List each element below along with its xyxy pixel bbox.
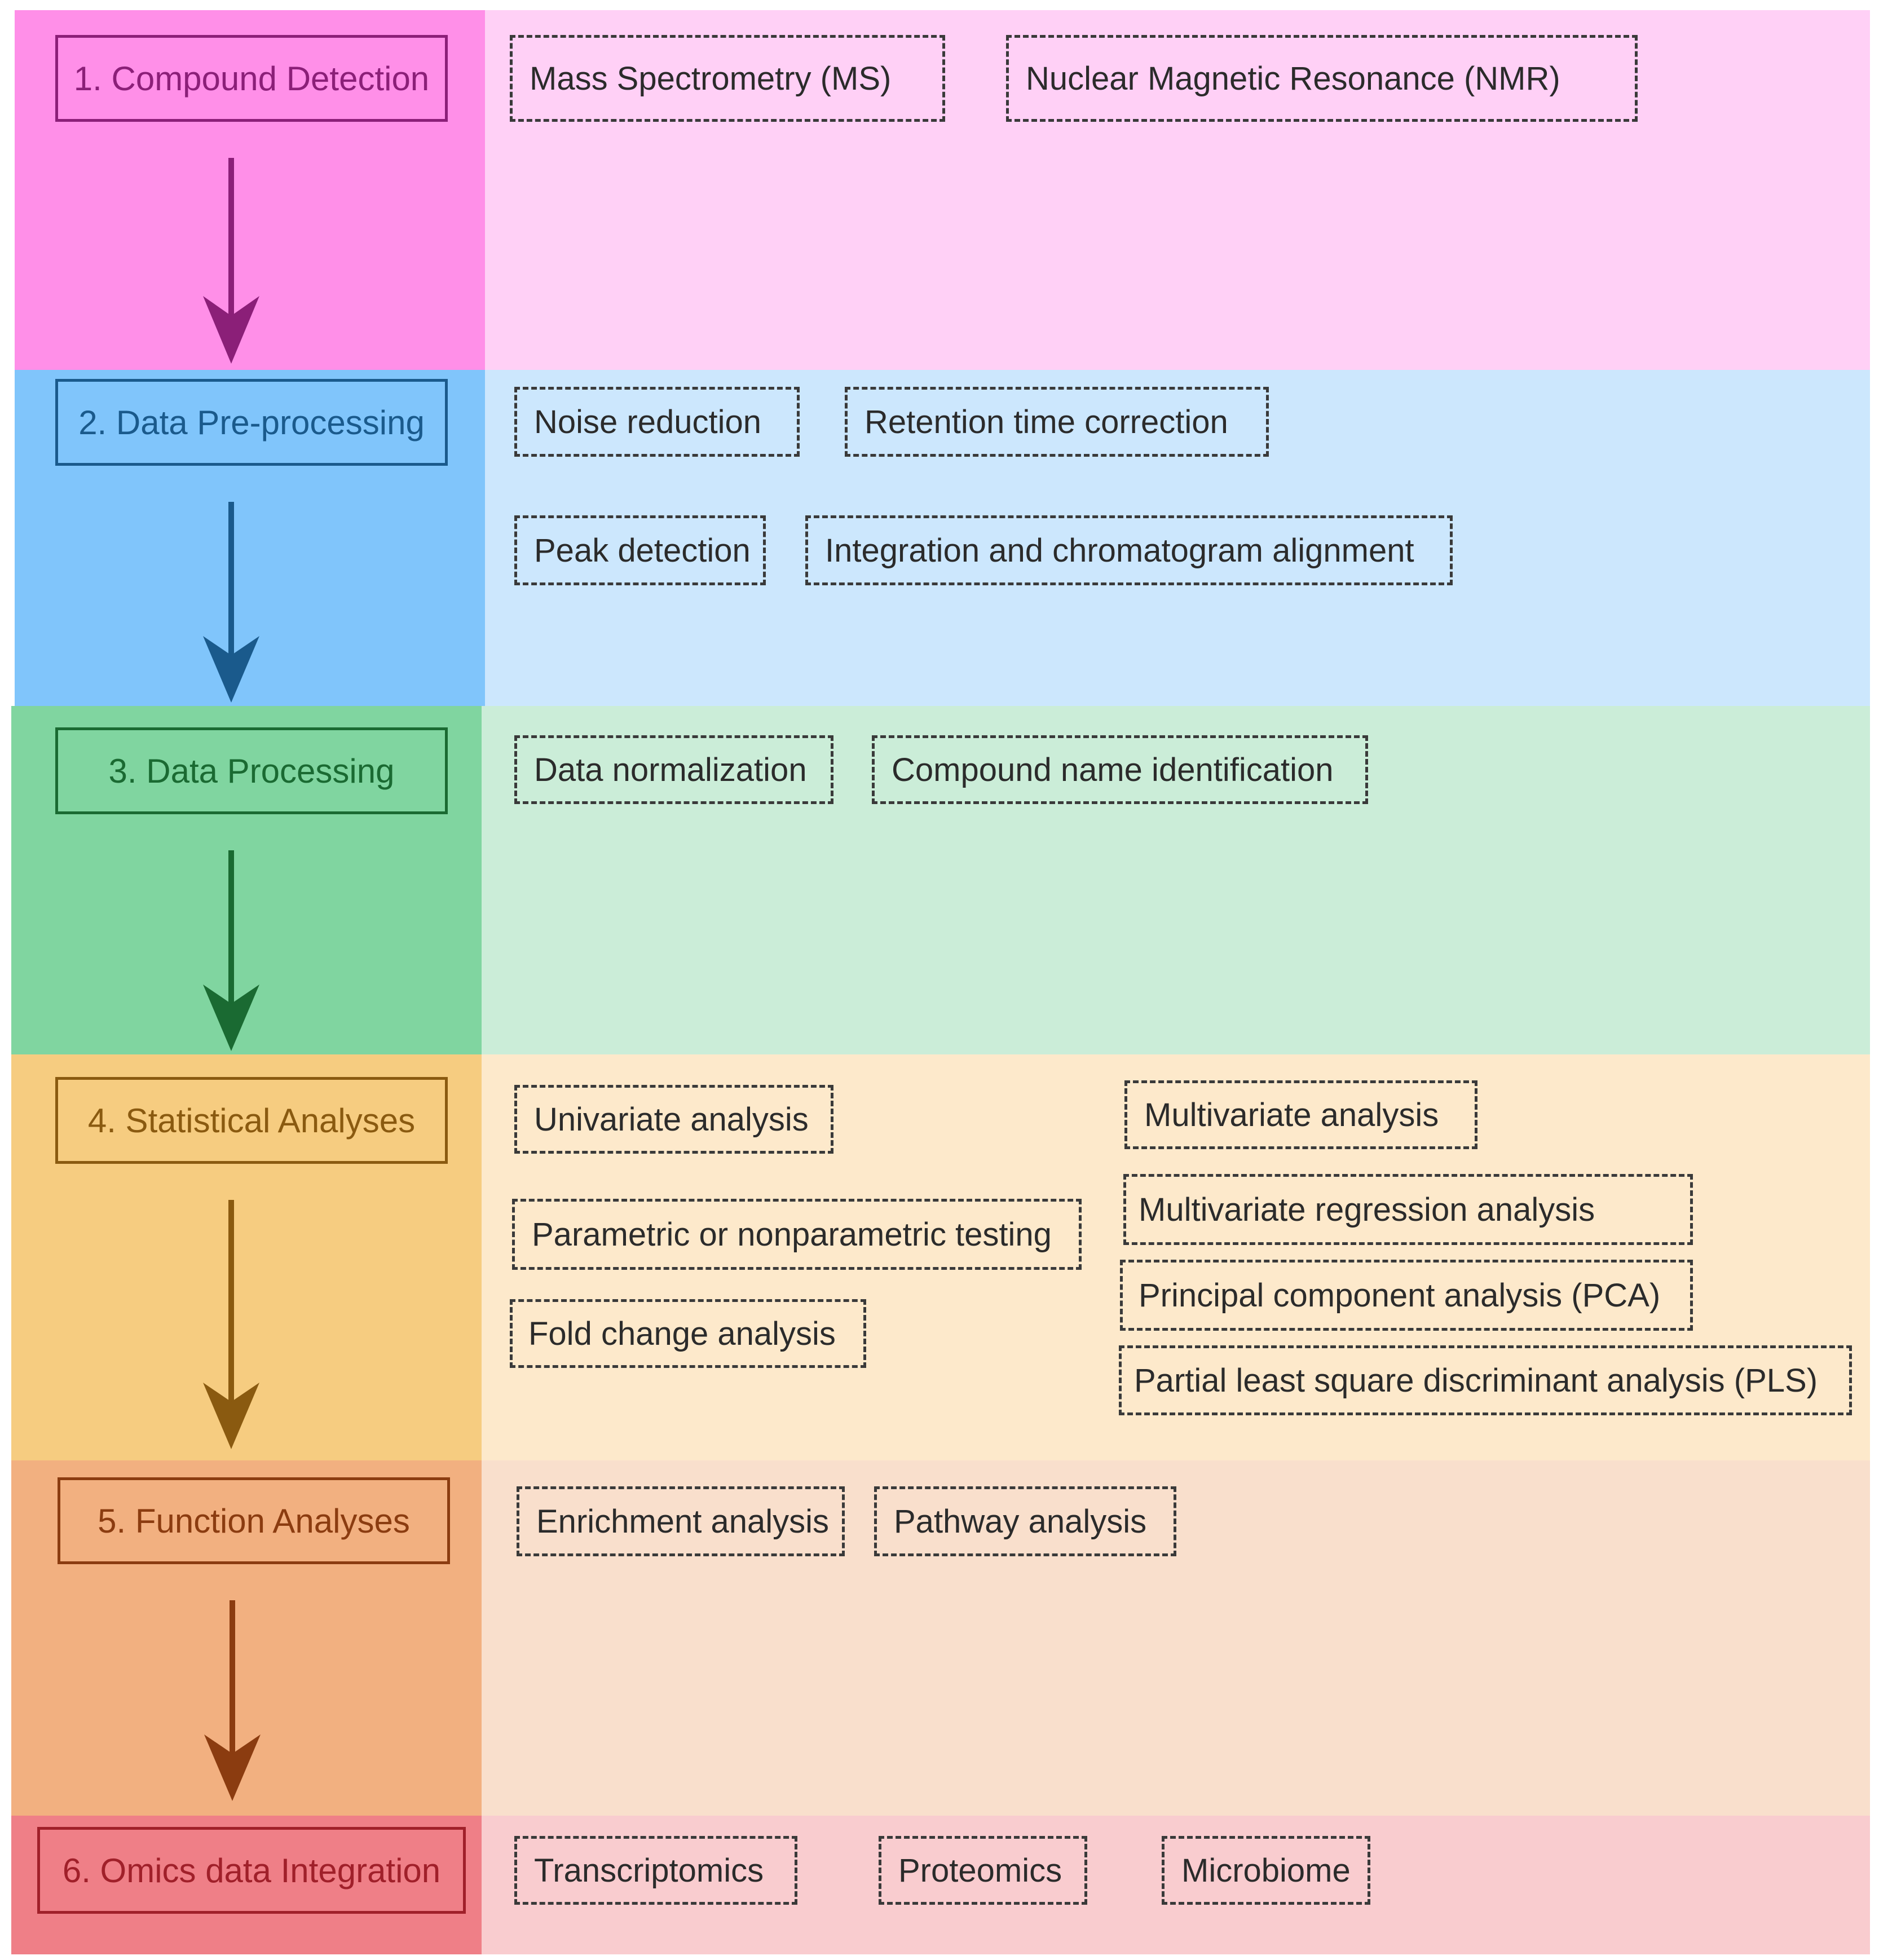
item-integration-alignment: Integration and chromatogram alignment (805, 515, 1453, 585)
item-parametric-testing: Parametric or nonparametric testing (512, 1199, 1082, 1270)
item-noise-reduction: Noise reduction (514, 387, 800, 457)
arrow-down-4 (203, 1200, 259, 1449)
item-proteomics: Proteomics (879, 1836, 1087, 1905)
item-compound-name-identification: Compound name identification (872, 735, 1368, 804)
item-peak-detection: Peak detection (514, 515, 766, 585)
step-data-preprocessing: 2. Data Pre-processing (55, 379, 448, 466)
item-multivariate-analysis: Multivariate analysis (1124, 1080, 1477, 1149)
item-microbiome: Microbiome (1162, 1836, 1370, 1905)
item-nmr: Nuclear Magnetic Resonance (NMR) (1006, 35, 1638, 122)
item-data-normalization: Data normalization (514, 735, 833, 804)
item-retention-time-correction: Retention time correction (845, 387, 1269, 457)
arrow-down-1 (203, 158, 259, 364)
band-statistical-analyses-right (482, 1054, 1870, 1460)
step-statistical-analyses: 4. Statistical Analyses (55, 1077, 448, 1164)
item-pca: Principal component analysis (PCA) (1120, 1260, 1693, 1331)
item-mass-spectrometry: Mass Spectrometry (MS) (510, 35, 945, 122)
item-univariate-analysis: Univariate analysis (514, 1085, 833, 1154)
band-compound-detection-right (485, 10, 1870, 370)
arrow-down-2 (203, 502, 259, 703)
item-pls: Partial least square discriminant analys… (1119, 1345, 1852, 1415)
arrow-down-3 (203, 850, 259, 1051)
item-multivariate-regression: Multivariate regression analysis (1123, 1174, 1693, 1245)
item-enrichment-analysis: Enrichment analysis (517, 1486, 845, 1556)
band-data-preprocessing-right (485, 370, 1870, 706)
band-omics-integration-right (482, 1816, 1870, 1954)
step-data-processing: 3. Data Processing (55, 727, 448, 814)
step-function-analyses: 5. Function Analyses (58, 1477, 450, 1564)
item-transcriptomics: Transcriptomics (514, 1836, 797, 1905)
item-fold-change-analysis: Fold change analysis (510, 1299, 866, 1368)
arrow-down-5 (204, 1600, 261, 1801)
band-omics-integration-left (11, 1816, 482, 1954)
step-compound-detection: 1. Compound Detection (55, 35, 448, 122)
item-pathway-analysis: Pathway analysis (874, 1486, 1176, 1556)
step-omics-integration: 6. Omics data Integration (37, 1827, 466, 1914)
band-data-processing-right (482, 706, 1870, 1054)
